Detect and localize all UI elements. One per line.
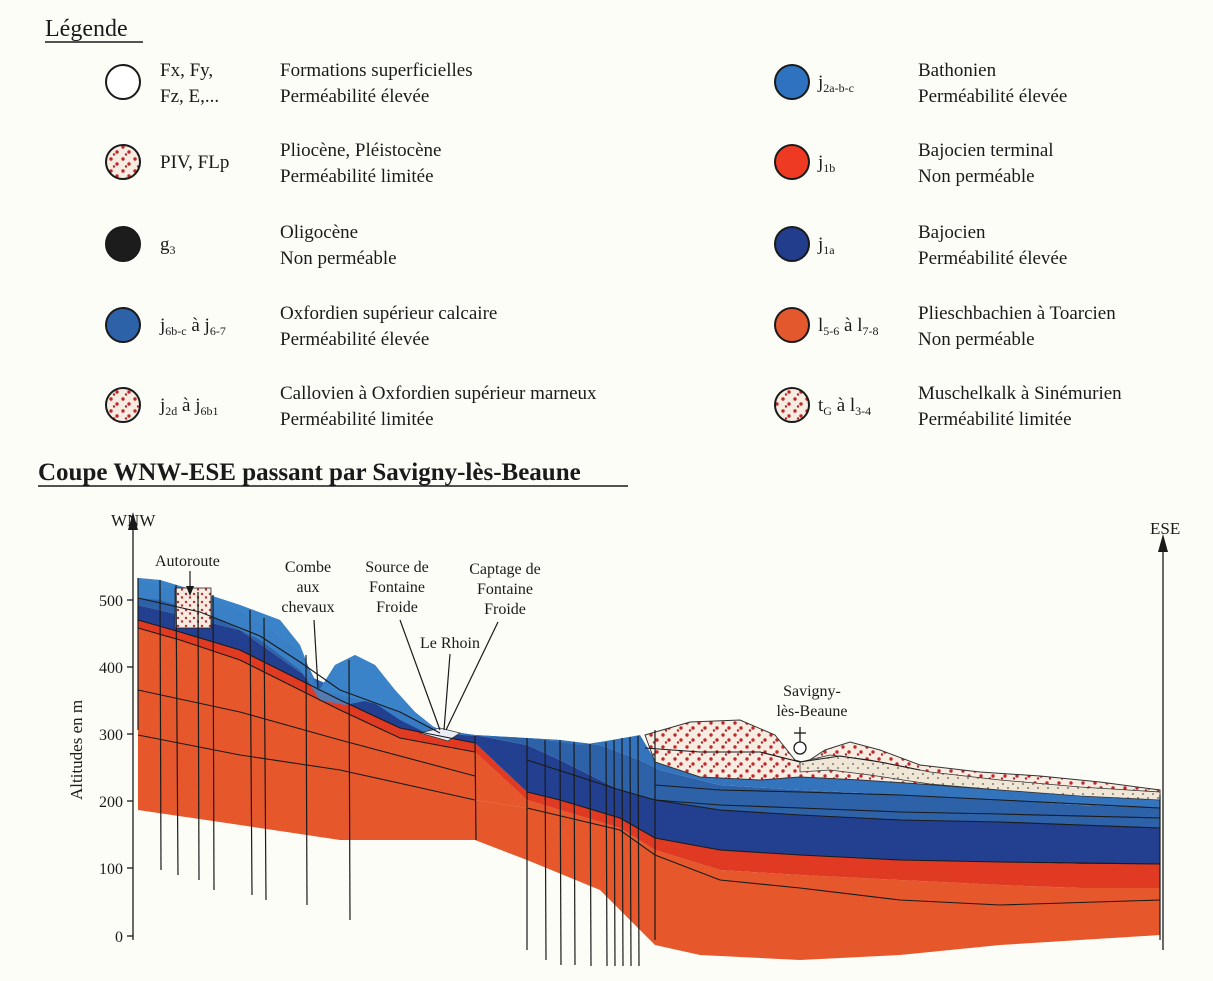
source-line-3: Froide: [376, 599, 418, 616]
source-line-1: Source de: [365, 559, 429, 576]
legend-code: j6b-c à j6-7: [159, 315, 226, 338]
legend-permeability: Non perméable: [918, 329, 1035, 350]
legend-item: j2d à j6b1 Callovien à Oxfordien supérieu…: [106, 383, 597, 430]
captage-line-3: Froide: [484, 601, 526, 618]
legend-name: Bathonien: [918, 60, 997, 81]
savigny-label: Savigny- lès-Beaune: [776, 683, 847, 754]
legend-swatch: [106, 145, 140, 179]
savigny-line-1: Savigny-: [783, 683, 841, 700]
legend-item: j6b-c à j6-7 Oxfordien supérieur calcaire…: [106, 303, 497, 350]
legend-permeability: Non perméable: [918, 166, 1035, 187]
legend-swatch: [106, 227, 140, 261]
y-tick-label: 0: [115, 929, 123, 946]
captage-line-2: Fontaine: [477, 581, 533, 598]
legend-permeability: Perméabilité élevée: [280, 329, 429, 350]
legend-code: PIV, FLp: [160, 152, 229, 173]
y-tick-label: 400: [99, 660, 123, 677]
y-tick-label: 500: [99, 593, 123, 610]
autoroute-label: Autoroute: [155, 553, 220, 570]
legend-swatch: [775, 308, 809, 342]
y-tick-label: 200: [99, 794, 123, 811]
legend-item: PIV, FLp Pliocène, PléistocènePerméabilit…: [106, 140, 441, 187]
legend-name: Plieschbachien à Toarcien: [918, 303, 1116, 324]
legend-swatch: [775, 388, 809, 422]
legend-swatch: [106, 388, 140, 422]
legend-title: Légende: [45, 16, 128, 42]
combe-line-3: chevaux: [281, 599, 334, 616]
legend-name: Muschelkalk à Sinémurien: [918, 383, 1122, 404]
legend: Légende Fx, Fy, Fz, E,... Formations super…: [45, 16, 1122, 430]
legend-code: g3: [160, 234, 176, 257]
legend-code-line-2: Fz, E,...: [160, 86, 219, 107]
ese-label: ESE: [1150, 519, 1180, 538]
legend-permeability: Perméabilité limitée: [280, 409, 434, 430]
y-ticks: 500 400 300 200 100 0: [99, 593, 133, 946]
y-tick-label: 100: [99, 861, 123, 878]
legend-name: Oligocène: [280, 222, 358, 243]
savigny-town-symbol: [794, 742, 806, 754]
legend-name: Bajocien: [918, 222, 986, 243]
legend-code: Fx, Fy,: [160, 60, 213, 81]
rhoin-arrow: [444, 654, 450, 730]
legend-code: j1b: [817, 152, 835, 175]
legend-swatch: [775, 65, 809, 99]
legend-permeability: Perméabilité élevée: [280, 86, 429, 107]
legend-swatch: [775, 227, 809, 261]
legend-item: Fx, Fy, Fz, E,... Formations superficielle…: [106, 60, 473, 107]
combe-line-2: aux: [296, 579, 319, 596]
legend-swatch: [106, 65, 140, 99]
legend-swatch: [106, 308, 140, 342]
source-line-2: Fontaine: [369, 579, 425, 596]
y-axis-label: Altitudes en m: [67, 700, 86, 800]
legend-permeability: Perméabilité élevée: [918, 86, 1067, 107]
legend-code: j1a: [817, 234, 835, 257]
legend-permeability: Non perméable: [280, 248, 397, 269]
legend-item: l5-6 à l7-8 Plieschbachien à ToarcienNon …: [775, 303, 1116, 350]
legend-name: Pliocène, Pléistocène: [280, 140, 441, 161]
y-tick-label: 300: [99, 727, 123, 744]
legend-code: j2d à j6b1: [159, 395, 219, 418]
legend-name: Bajocien terminal: [918, 140, 1054, 161]
legend-permeability: Perméabilité limitée: [280, 166, 434, 187]
rhoin-label: Le Rhoin: [420, 635, 480, 730]
wnw-label: WNW: [111, 511, 156, 530]
legend-items: Fx, Fy, Fz, E,... Formations superficielle…: [106, 60, 1122, 430]
combe-arrow: [314, 620, 318, 688]
legend-permeability: Perméabilité élevée: [918, 248, 1067, 269]
rhoin-text: Le Rhoin: [420, 635, 480, 652]
section-header: Coupe WNW-ESE passant par Savigny-lès-Be…: [38, 459, 628, 486]
legend-name: Callovien à Oxfordien supérieur marneux: [280, 383, 597, 404]
legend-code: l5-6 à l7-8: [818, 315, 879, 338]
legend-code: tG à l3-4: [818, 395, 871, 418]
legend-name: Oxfordien supérieur calcaire: [280, 303, 497, 324]
legend-item: tG à l3-4 Muschelkalk à SinémurienPerméab…: [775, 383, 1122, 430]
savigny-line-2: lès-Beaune: [776, 703, 847, 720]
legend-name: Formations superficielles: [280, 60, 473, 81]
section-title: Coupe WNW-ESE passant par Savigny-lès-Be…: [38, 459, 581, 486]
legend-code: j2a-b-c: [817, 72, 854, 95]
legend-item: g3 OligocèneNon perméable: [106, 222, 397, 269]
captage-line-1: Captage de: [469, 561, 541, 578]
legend-permeability: Perméabilité limitée: [918, 409, 1072, 430]
combe-line-1: Combe: [285, 559, 331, 576]
legend-swatch: [775, 145, 809, 179]
